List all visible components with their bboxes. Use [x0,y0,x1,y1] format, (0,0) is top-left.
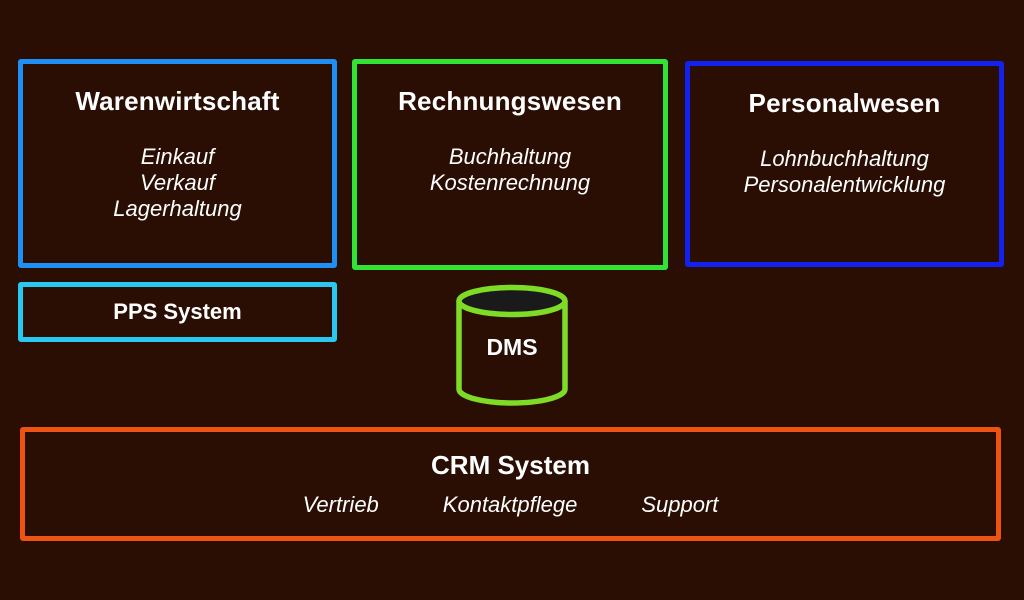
pps-system-title: PPS System [113,299,242,324]
database-cylinder-icon [456,284,568,406]
module-box-personalwesen: Personalwesen Lohnbuchhaltung Personalen… [685,61,1004,267]
module-item: Einkauf [140,144,215,169]
module-title-personalwesen: Personalwesen [748,88,941,118]
crm-system-title: CRM System [431,450,590,480]
module-box-rechnungswesen: Rechnungswesen Buchhaltung Kostenrechnun… [352,59,668,270]
module-items-rechnungswesen: Buchhaltung Kostenrechnung [430,144,590,196]
module-items-personalwesen: Lohnbuchhaltung Personalentwicklung [744,146,946,198]
module-item: Personalentwicklung [743,172,946,197]
module-item: Lohnbuchhaltung [760,146,929,171]
module-title-warenwirtschaft: Warenwirtschaft [75,86,280,116]
module-title-rechnungswesen: Rechnungswesen [398,86,622,116]
module-item: Kostenrechnung [429,170,591,195]
module-item: Buchhaltung [448,144,572,169]
module-item: Lagerhaltung [113,196,242,221]
crm-item: Vertrieb [302,492,379,517]
module-box-warenwirtschaft: Warenwirtschaft Einkauf Verkauf Lagerhal… [18,59,337,268]
crm-item: Support [641,492,719,517]
pps-system-box: PPS System [18,282,337,342]
crm-items-row: Vertrieb Kontaktpflege Support [303,492,719,518]
module-items-warenwirtschaft: Einkauf Verkauf Lagerhaltung [113,144,241,222]
dms-database-cylinder: DMS [453,283,571,411]
module-item: Verkauf [139,170,215,195]
crm-item: Kontaktpflege [442,492,578,517]
dms-label: DMS [486,334,538,360]
crm-system-box: CRM System Vertrieb Kontaktpflege Suppor… [20,427,1001,541]
